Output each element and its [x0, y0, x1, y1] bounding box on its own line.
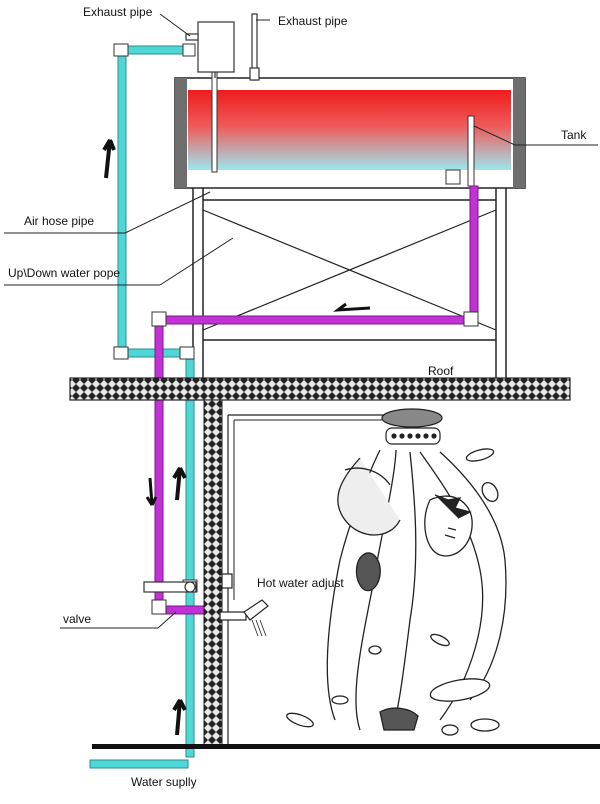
exhaust-pipe-left-label: Exhaust pipe	[83, 5, 153, 19]
exhaust-pipe-left	[185, 21, 235, 78]
water-supply-label: Water suplly	[131, 775, 197, 789]
flow-arrows	[102, 138, 371, 736]
tank-stand	[192, 185, 507, 381]
hot-water-adjust-label: Hot water adjust	[257, 576, 344, 590]
hot-pipe-fittings	[151, 311, 479, 615]
ground-line	[92, 744, 600, 749]
leader-lines	[4, 13, 598, 629]
roof	[69, 377, 571, 401]
exhaust-pipe-right-label: Exhaust pipe	[278, 14, 348, 28]
tank-label: Tank	[561, 128, 587, 142]
up-down-water-pipe-label: Up\Down water pope	[8, 266, 121, 280]
hot-water-adjust-tap	[219, 573, 269, 637]
exhaust-pipe-right	[249, 13, 260, 81]
wall	[203, 399, 400, 746]
person-showering	[286, 448, 507, 736]
valve	[143, 581, 197, 593]
shower-head	[381, 408, 443, 445]
roof-label: Roof	[428, 364, 454, 378]
valve-label: valve	[63, 612, 92, 626]
air-hose-pipe-label: Air hose pipe	[24, 214, 95, 228]
water-tank	[174, 71, 526, 189]
